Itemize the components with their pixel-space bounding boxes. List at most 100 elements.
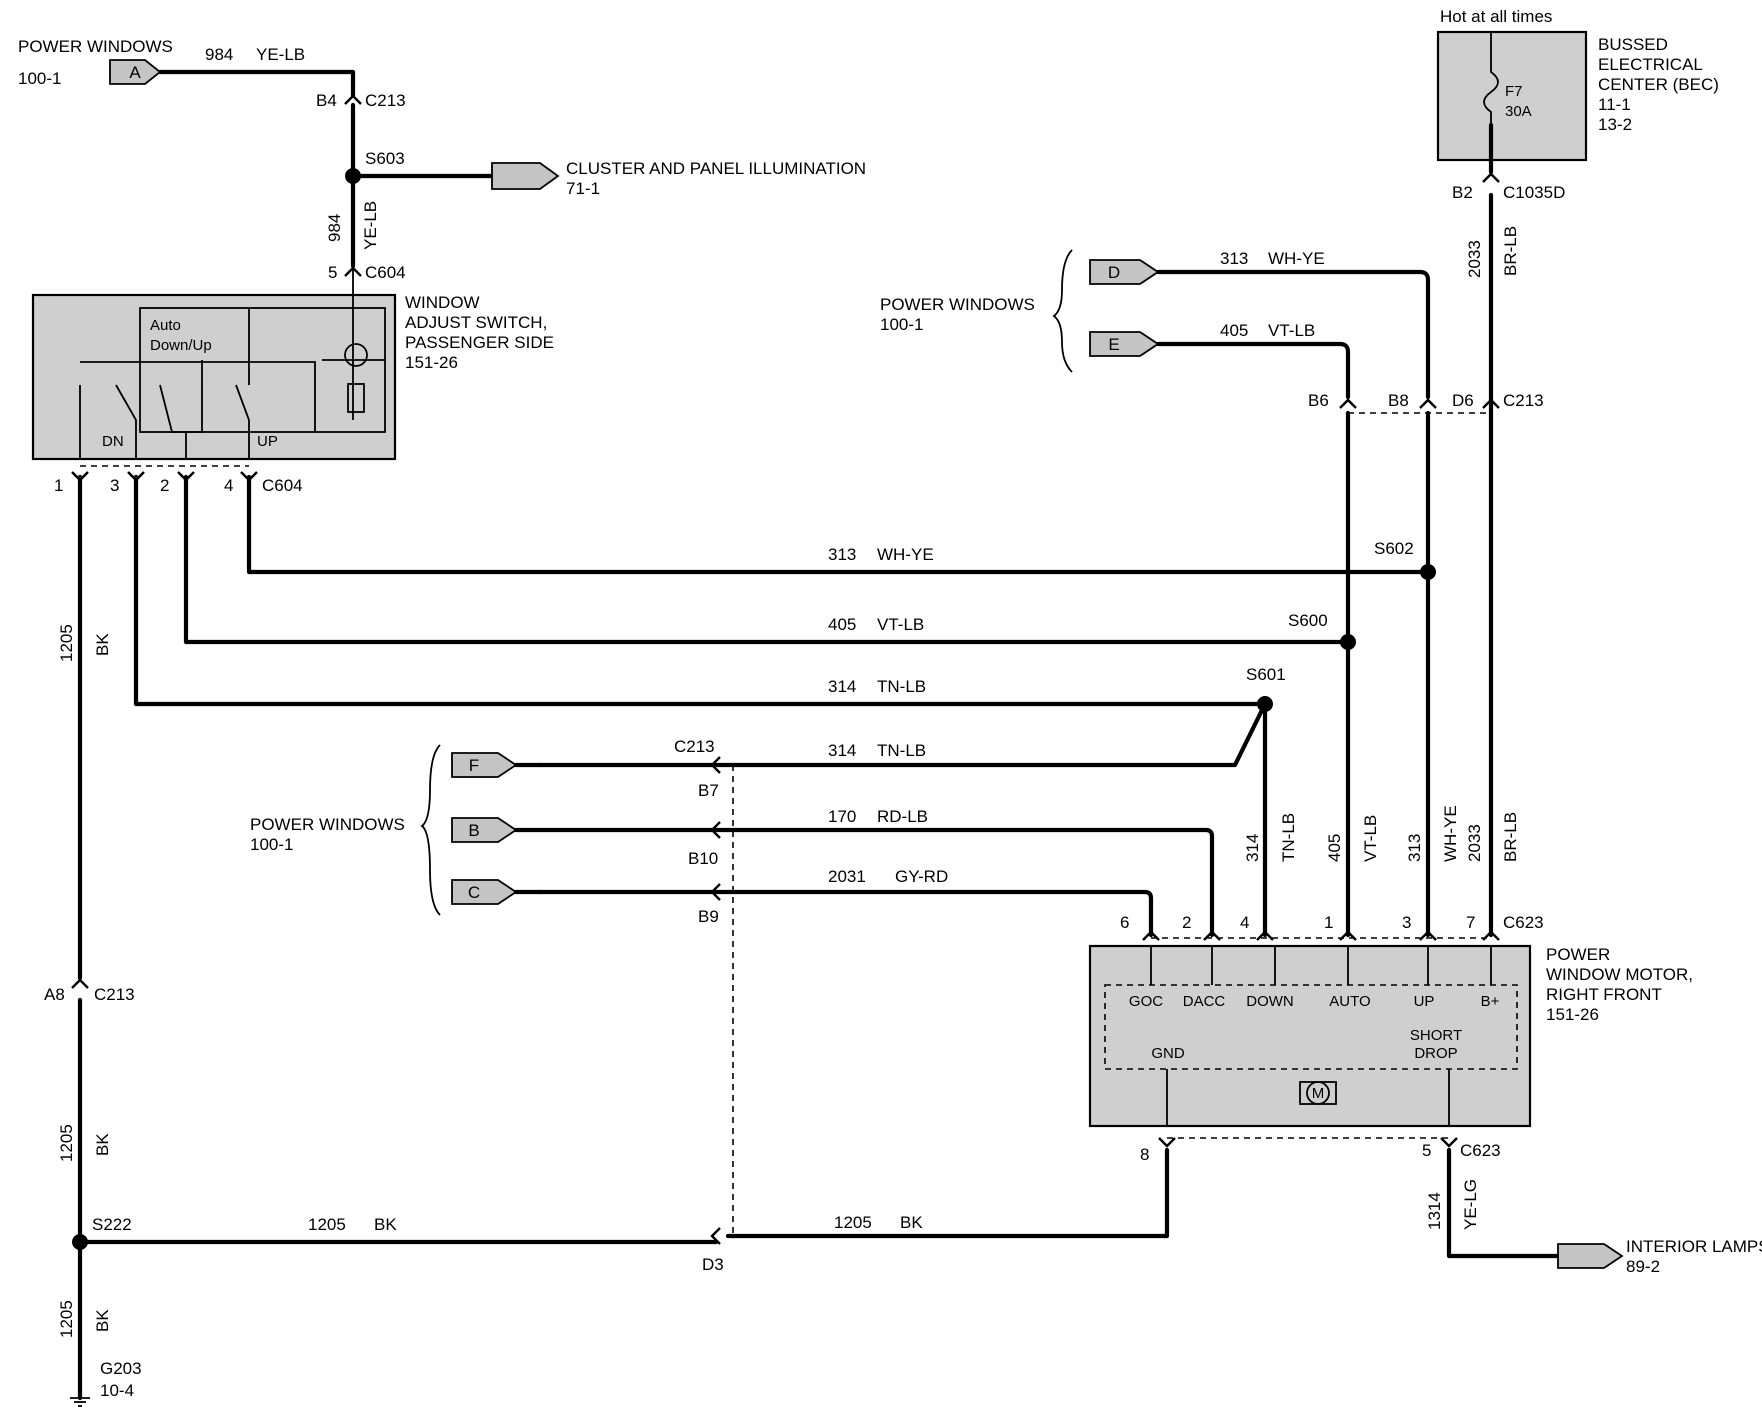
- motor-ref: 151-26: [1546, 1005, 1599, 1024]
- motor-internal: [1150, 946, 1492, 1126]
- motor-pin-3: 3: [1402, 913, 1411, 932]
- motor-short: SHORT: [1410, 1027, 1462, 1044]
- wire-405-num-mid: 405: [828, 615, 856, 634]
- motor-m-label: M: [1312, 1085, 1325, 1102]
- conn-c213-gnd: C213: [94, 985, 135, 1004]
- window-adjust-switch-box: [31, 293, 397, 461]
- tag-d-label: D: [1108, 263, 1120, 282]
- conn-c623-bottom: C623: [1460, 1141, 1501, 1160]
- switch-name-3: PASSENGER SIDE: [405, 333, 554, 352]
- splice-s603-label: S603: [365, 149, 405, 168]
- bec-ref-1: 11-1: [1598, 95, 1631, 114]
- wire-405-color-e: VT-LB: [1268, 321, 1315, 340]
- switch-name-2: ADJUST SWITCH,: [405, 313, 547, 332]
- wire-405-num-vert: 405: [1325, 834, 1344, 862]
- wire-2031-num: 2031: [828, 867, 866, 886]
- ground-symbol: [70, 1397, 90, 1407]
- conn-c213-left: C213: [674, 737, 715, 756]
- wire-2033-num-top: 2033: [1465, 240, 1484, 278]
- motor-pin-6: 6: [1120, 913, 1129, 932]
- switch-auto-2: Down/Up: [150, 337, 212, 354]
- tag-c-label: C: [468, 883, 480, 902]
- tag-f-label: F: [469, 756, 479, 775]
- wire-2031-color: GY-RD: [895, 867, 948, 886]
- switch-name-1: WINDOW: [405, 293, 480, 312]
- wire-170-to-b: [725, 827, 1215, 938]
- wire-1205-motor-gnd: [725, 1147, 1170, 1239]
- conn-c604-bottom: C604: [262, 476, 303, 495]
- splice-s601: [1257, 696, 1273, 712]
- wire-313-num-d: 313: [1220, 249, 1248, 268]
- conn-c623-top: C623: [1503, 913, 1544, 932]
- wire-984-top: [157, 69, 356, 98]
- connector-chevrons: [71, 94, 1500, 1245]
- wire-313-num-vert: 313: [1405, 834, 1424, 862]
- motor-icon: [1306, 1081, 1330, 1105]
- switch-lamp-icon: [344, 343, 368, 367]
- wire-170-color: RD-LB: [877, 807, 928, 826]
- tag-c-shape: [451, 879, 518, 905]
- wire-1314-num: 1314: [1425, 1192, 1444, 1230]
- tags: [109, 59, 1624, 1269]
- tag-interior-shape: [1557, 1243, 1624, 1269]
- conn-b7: B7: [698, 781, 719, 800]
- fuse-label: F7: [1505, 83, 1523, 100]
- splice-s602: [1420, 564, 1436, 580]
- motor-name-3: RIGHT FRONT: [1546, 985, 1662, 1004]
- hot-label: Hot at all times: [1440, 7, 1552, 26]
- wire-314-to-f: [725, 701, 1268, 768]
- conn-c604-top: C604: [365, 263, 406, 282]
- conn-d3: D3: [702, 1255, 724, 1274]
- wire-405-color-mid: VT-LB: [877, 615, 924, 634]
- motor-module-outline: [1104, 984, 1518, 1070]
- tag-b-label: B: [468, 821, 479, 840]
- ground-ref: 10-4: [100, 1381, 134, 1400]
- wire-1205-num-bottom-right: 1205: [834, 1213, 872, 1232]
- pw-top-label: POWER WINDOWS: [18, 37, 173, 56]
- wire-313-from-d: [1155, 269, 1431, 400]
- wire-314-color-mid: TN-LB: [877, 677, 926, 696]
- conn-c213-right: C213: [1503, 391, 1544, 410]
- wire-313-num-mid: 313: [828, 545, 856, 564]
- brace-mid: [1052, 249, 1073, 373]
- wire-2031-to-c: [725, 889, 1154, 938]
- bec-name-3: CENTER (BEC): [1598, 75, 1719, 94]
- bec-ref-2: 13-2: [1598, 115, 1632, 134]
- pw-low-ref: 100-1: [250, 835, 293, 854]
- motor-drop: DROP: [1414, 1045, 1457, 1062]
- braces: [420, 249, 1073, 916]
- wire-314-num-mid: 314: [828, 677, 856, 696]
- wire-314-num-vert: 314: [1243, 834, 1262, 862]
- motor-pin-7: 7: [1466, 913, 1475, 932]
- wire-1205-num-bottom-left: 1205: [308, 1215, 346, 1234]
- wire-1205-color-3: BK: [93, 1309, 112, 1332]
- switch-pin-4: 4: [224, 476, 233, 495]
- motor-name-2: WINDOW MOTOR,: [1546, 965, 1693, 984]
- pw-top-ref: 100-1: [18, 69, 61, 88]
- wire-2033-color-vert: BR-LB: [1501, 812, 1520, 862]
- wire-1314-lamps: [1446, 1147, 1561, 1259]
- wire-314-color-f: TN-LB: [877, 741, 926, 760]
- motor-auto: AUTO: [1329, 993, 1370, 1010]
- wire-1205-color-bottom-right: BK: [900, 1213, 923, 1232]
- cluster-label: CLUSTER AND PANEL ILLUMINATION: [566, 159, 866, 178]
- motor-goc: GOC: [1129, 993, 1163, 1010]
- motor-down: DOWN: [1246, 993, 1294, 1010]
- motor-pin-5: 5: [1422, 1141, 1431, 1160]
- tag-d-shape: [1089, 259, 1160, 285]
- conn-c1035d: C1035D: [1503, 183, 1565, 202]
- motor-up: UP: [1414, 993, 1435, 1010]
- switch-pin-2: 2: [160, 476, 169, 495]
- wire-984-color: YE-LB: [256, 45, 305, 64]
- tag-a-label: A: [129, 63, 141, 82]
- interior-label: INTERIOR LAMPS: [1626, 1237, 1762, 1256]
- wire-314-color-vert: TN-LB: [1279, 813, 1298, 862]
- wires: [77, 69, 1561, 1401]
- fuse-symbol: [1483, 32, 1499, 125]
- splice-s603: [345, 168, 361, 184]
- conn-b6: B6: [1308, 391, 1329, 410]
- cluster-ref: 71-1: [566, 179, 600, 198]
- wire-313-color-d: WH-YE: [1268, 249, 1325, 268]
- motor-pin-8: 8: [1140, 1145, 1149, 1164]
